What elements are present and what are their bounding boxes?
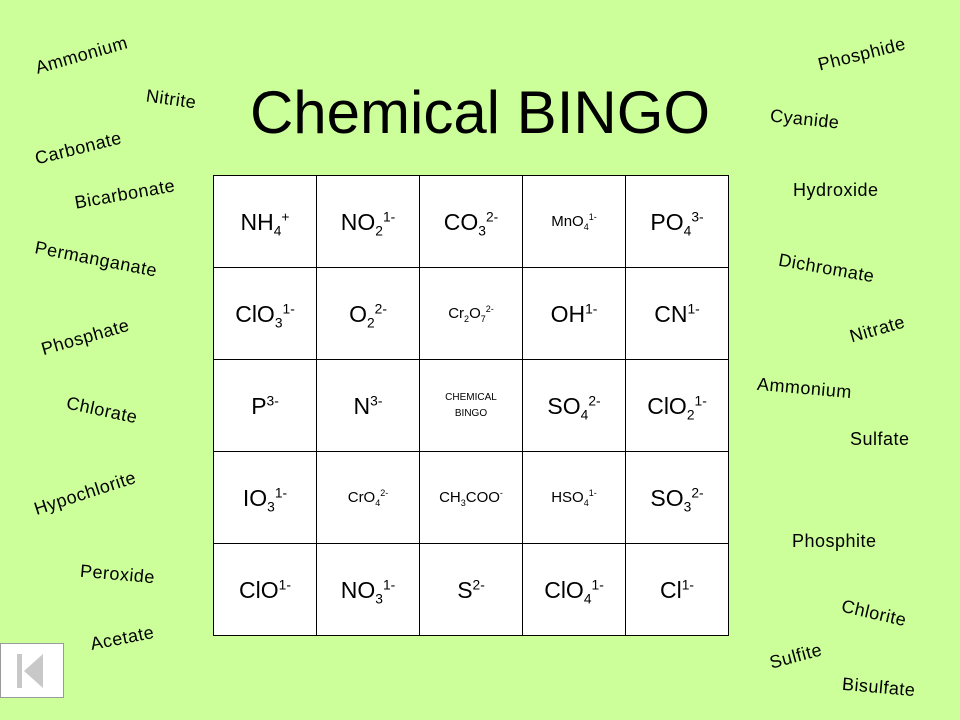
bingo-cell[interactable]: MnO41-: [522, 175, 626, 268]
bingo-cell[interactable]: P3-: [213, 359, 317, 452]
word-chlorate: Chlorate: [64, 392, 140, 428]
board-row: IO31- CrO42- CH3COO- HSO41- SO32-: [213, 451, 729, 544]
board-row: ClO31- O22- Cr2O72- OH1- CN1-: [213, 267, 729, 360]
bingo-cell[interactable]: ClO31-: [213, 267, 317, 360]
bingo-cell[interactable]: CH3COO-: [419, 451, 523, 544]
word-phosphide: Phosphide: [815, 33, 908, 75]
bingo-cell[interactable]: SO32-: [625, 451, 729, 544]
bingo-cell[interactable]: ClO1-: [213, 543, 317, 636]
word-phosphate: Phosphate: [38, 314, 132, 360]
bingo-cell[interactable]: HSO41-: [522, 451, 626, 544]
bingo-cell[interactable]: CrO42-: [316, 451, 420, 544]
word-bicarbonate: Bicarbonate: [73, 175, 177, 213]
word-peroxide: Peroxide: [79, 560, 156, 588]
bingo-cell[interactable]: IO31-: [213, 451, 317, 544]
word-phosphite: Phosphite: [792, 531, 877, 551]
word-hypochlorite: Hypochlorite: [31, 467, 139, 519]
bingo-board: NH4+ NO21- CO32- MnO41- PO43- ClO31- O22…: [213, 175, 729, 636]
bingo-cell[interactable]: SO42-: [522, 359, 626, 452]
word-chlorite: Chlorite: [839, 595, 909, 631]
bingo-cell[interactable]: PO43-: [625, 175, 729, 268]
word-permanganate: Permanganate: [33, 237, 159, 281]
bingo-cell[interactable]: O22-: [316, 267, 420, 360]
bingo-cell[interactable]: NO21-: [316, 175, 420, 268]
word-dichromate: Dichromate: [777, 249, 877, 287]
bingo-cell[interactable]: CN1-: [625, 267, 729, 360]
bingo-cell[interactable]: N3-: [316, 359, 420, 452]
back-to-first-button[interactable]: [0, 643, 64, 698]
board-row: ClO1- NO31- S2- ClO41- Cl1-: [213, 543, 729, 636]
bingo-cell[interactable]: CO32-: [419, 175, 523, 268]
word-sulfate: Sulfate: [850, 429, 910, 449]
bingo-cell[interactable]: ClO41-: [522, 543, 626, 636]
board-row: NH4+ NO21- CO32- MnO41- PO43-: [213, 175, 729, 268]
bingo-cell[interactable]: ClO21-: [625, 359, 729, 452]
bingo-cell[interactable]: Cl1-: [625, 543, 729, 636]
word-ammonium-right: Ammonium: [756, 373, 853, 403]
word-bisulfate: Bisulfate: [841, 673, 917, 701]
word-nitrate: Nitrate: [847, 311, 908, 347]
bingo-cell[interactable]: Cr2O72-: [419, 267, 523, 360]
bingo-cell[interactable]: NO31-: [316, 543, 420, 636]
bingo-cell[interactable]: NH4+: [213, 175, 317, 268]
slide-title: Chemical BINGO: [249, 79, 711, 146]
word-hydroxide: Hydroxide: [793, 180, 879, 200]
word-acetate: Acetate: [88, 622, 156, 654]
word-ammonium-left: Ammonium: [33, 32, 130, 78]
word-sulfite: Sulfite: [767, 639, 825, 673]
bingo-cell[interactable]: S2-: [419, 543, 523, 636]
bingo-cell[interactable]: OH1-: [522, 267, 626, 360]
